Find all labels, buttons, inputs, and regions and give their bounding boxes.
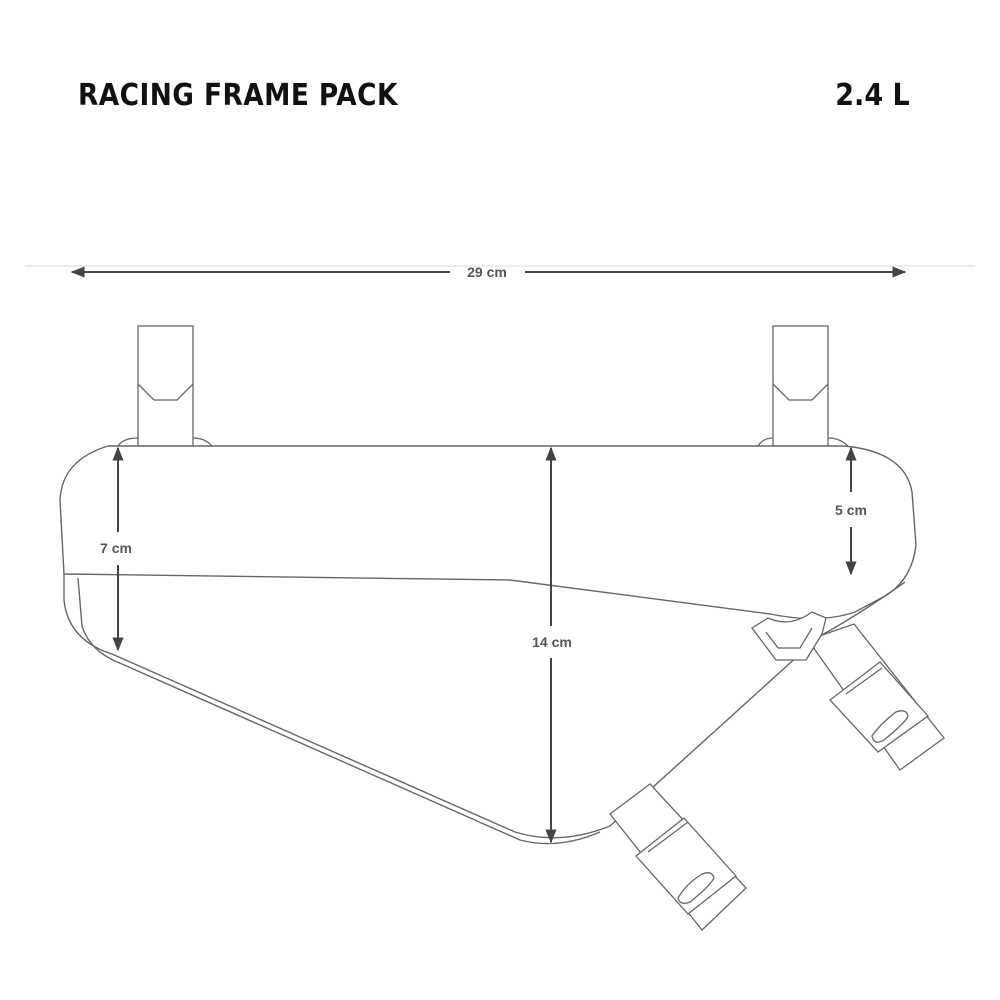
rear-height-dimension: 5 cm [835, 446, 867, 576]
top-strap-right [757, 325, 849, 447]
front-height-label: 7 cm [100, 540, 132, 556]
product-title: RACING FRAME PACK [78, 78, 398, 113]
top-strap-left [117, 325, 213, 447]
bag-body [59, 445, 917, 845]
product-volume: 2.4 L [835, 78, 910, 113]
length-dimension: 29 cm [70, 264, 907, 280]
max-height-dimension: 14 cm [532, 446, 572, 844]
rear-height-label: 5 cm [835, 502, 867, 518]
front-height-dimension: 7 cm [100, 446, 132, 652]
max-height-label: 14 cm [532, 634, 572, 650]
down-tube-strap-left [609, 783, 747, 931]
down-tube-strap-right [751, 611, 945, 771]
length-label: 29 cm [467, 264, 507, 280]
